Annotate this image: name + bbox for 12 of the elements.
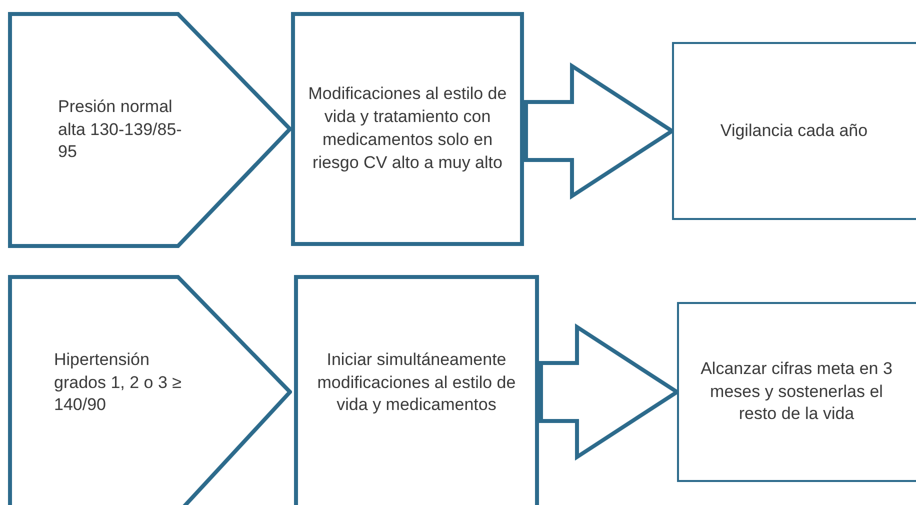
node-text: Hipertensión grados 1, 2 o 3 ≥ 140/90 xyxy=(53,348,182,416)
process-box xyxy=(291,12,524,246)
node-text: Iniciar simultáneamente modificaciones al estilo de vida y medicamentos xyxy=(316,348,517,416)
node-text: Vigilancia cada año xyxy=(719,120,869,142)
node-text: Presión normal alta 130-139/85-95 xyxy=(57,96,183,164)
process-box xyxy=(294,275,539,505)
pentagon-arrow-box xyxy=(8,275,292,505)
node-text: Alcanzar cifras meta en 3 meses y sostenerlas el resto de la vida xyxy=(700,358,894,426)
process-box xyxy=(677,302,916,482)
pentagon-arrow-box xyxy=(8,12,292,248)
node-text: Modificaciones al estilo de vida y tratamiento con medicamentos solo en riesgo CV alto a muy alto xyxy=(307,83,508,174)
process-box xyxy=(672,42,916,220)
